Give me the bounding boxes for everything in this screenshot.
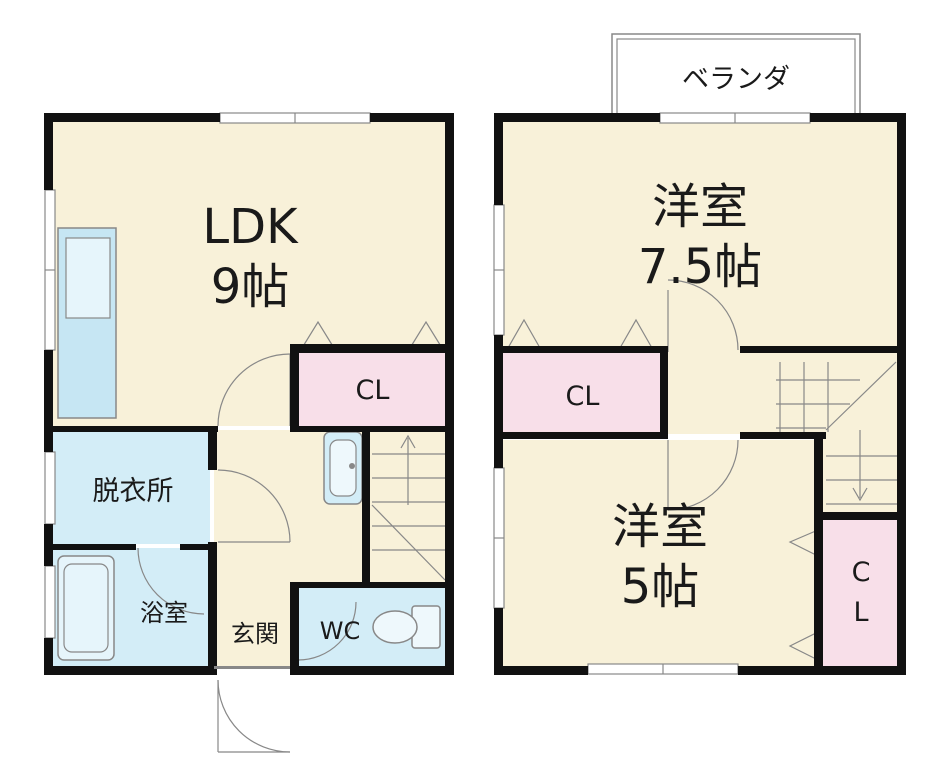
closet-2f-left xyxy=(502,352,660,434)
stairs-2f xyxy=(776,361,898,505)
western-room-small-size-label: 5帖 xyxy=(620,559,700,615)
kitchen-sink xyxy=(65,237,111,319)
veranda-label: ベランダ xyxy=(682,63,790,95)
changing-room xyxy=(52,430,210,544)
closet-2f-right-label: C L xyxy=(851,557,871,628)
western-room-large xyxy=(502,120,898,352)
veranda xyxy=(611,33,861,115)
closet-1f-label: CL xyxy=(355,374,390,406)
stairs-area-2f xyxy=(818,352,898,518)
bathtub xyxy=(57,555,115,661)
entrance-area xyxy=(214,582,296,668)
toilet xyxy=(372,605,441,649)
floor-1 xyxy=(44,112,454,753)
ldk-size-label: 9帖 xyxy=(210,259,290,315)
western-room-large-label: 洋室 xyxy=(651,179,748,235)
entrance-label: 玄関 xyxy=(231,619,279,648)
western-room-small xyxy=(502,440,814,668)
wc-label: WC xyxy=(319,617,361,645)
closet-2f-left-label: CL xyxy=(565,380,600,412)
closet-2f-right xyxy=(822,520,898,668)
closet-1f xyxy=(295,352,445,426)
floor-2 xyxy=(493,33,906,675)
bathroom-label: 浴室 xyxy=(140,598,188,627)
stairs-1f xyxy=(371,434,446,581)
western-room-small-label: 洋室 xyxy=(611,499,708,555)
western-room-large-size-label: 7.5帖 xyxy=(637,239,763,295)
changing-room-label: 脱衣所 xyxy=(92,475,174,507)
ldk-label: LDK xyxy=(202,199,298,255)
